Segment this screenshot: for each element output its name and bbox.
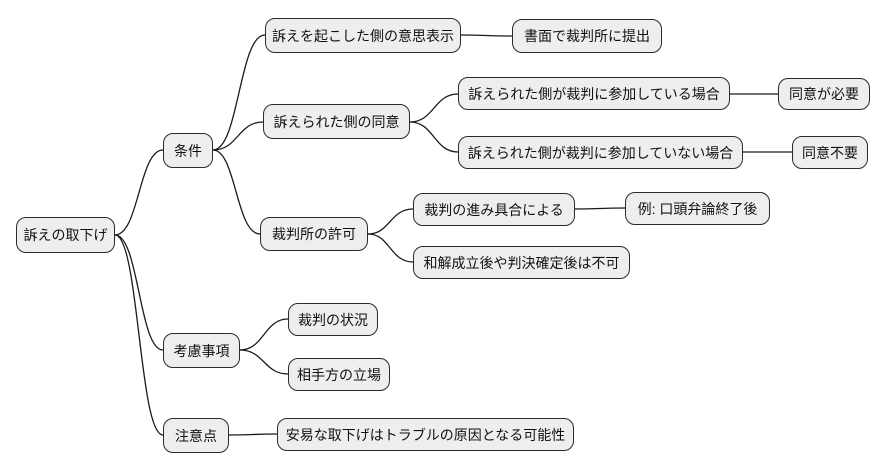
- node-trial-status[interactable]: 裁判の状況: [288, 303, 378, 336]
- node-opponent-position[interactable]: 相手方の立場: [288, 358, 390, 391]
- node-example-after-oral-argument[interactable]: 例: 口頭弁論終了後: [625, 192, 770, 225]
- edge-considerations-opponent: [239, 349, 289, 375]
- edge-consent-notparticipating: [409, 121, 459, 153]
- edge-root-conditions: [114, 149, 164, 236]
- edge-permission-progress: [367, 208, 414, 235]
- node-consent-not-required[interactable]: 同意不要: [792, 136, 868, 169]
- edge-consent-participating: [409, 93, 459, 123]
- edge-cautions-risk: [228, 433, 278, 436]
- edge-conditions-permission: [212, 149, 261, 235]
- node-not-after-settlement[interactable]: 和解成立後や判決確定後は不可: [413, 246, 630, 279]
- edge-root-cautions: [114, 234, 164, 436]
- edge-root-considerations: [114, 234, 164, 351]
- node-considerations[interactable]: 考慮事項: [163, 333, 240, 368]
- node-consent-required[interactable]: 同意が必要: [778, 78, 870, 110]
- edge-progress-example: [574, 207, 626, 210]
- node-root[interactable]: 訴えの取下げ: [16, 217, 115, 253]
- node-submit-in-writing[interactable]: 書面で裁判所に提出: [512, 19, 662, 53]
- edge-permission-settlement: [367, 233, 414, 263]
- node-defendant-not-participating[interactable]: 訴えられた側が裁判に参加していない場合: [458, 136, 743, 169]
- node-cautions[interactable]: 注意点: [163, 418, 229, 453]
- node-court-permission[interactable]: 裁判所の許可: [260, 217, 368, 251]
- node-conditions[interactable]: 条件: [163, 133, 213, 168]
- edge-conditions-consent: [212, 121, 264, 151]
- node-defendant-consent[interactable]: 訴えられた側の同意: [263, 104, 410, 139]
- node-careless-withdrawal-risk[interactable]: 安易な取下げはトラブルの原因となる可能性: [277, 418, 574, 451]
- node-plaintiff-intent[interactable]: 訴えを起こした側の意思表示: [265, 18, 461, 53]
- edge-conditions-intent: [212, 34, 266, 151]
- edge-intent-writing: [460, 34, 513, 37]
- node-defendant-participating[interactable]: 訴えられた側が裁判に参加している場合: [458, 77, 730, 110]
- node-depends-on-progress[interactable]: 裁判の進み具合による: [413, 193, 575, 226]
- edge-considerations-status: [239, 318, 289, 351]
